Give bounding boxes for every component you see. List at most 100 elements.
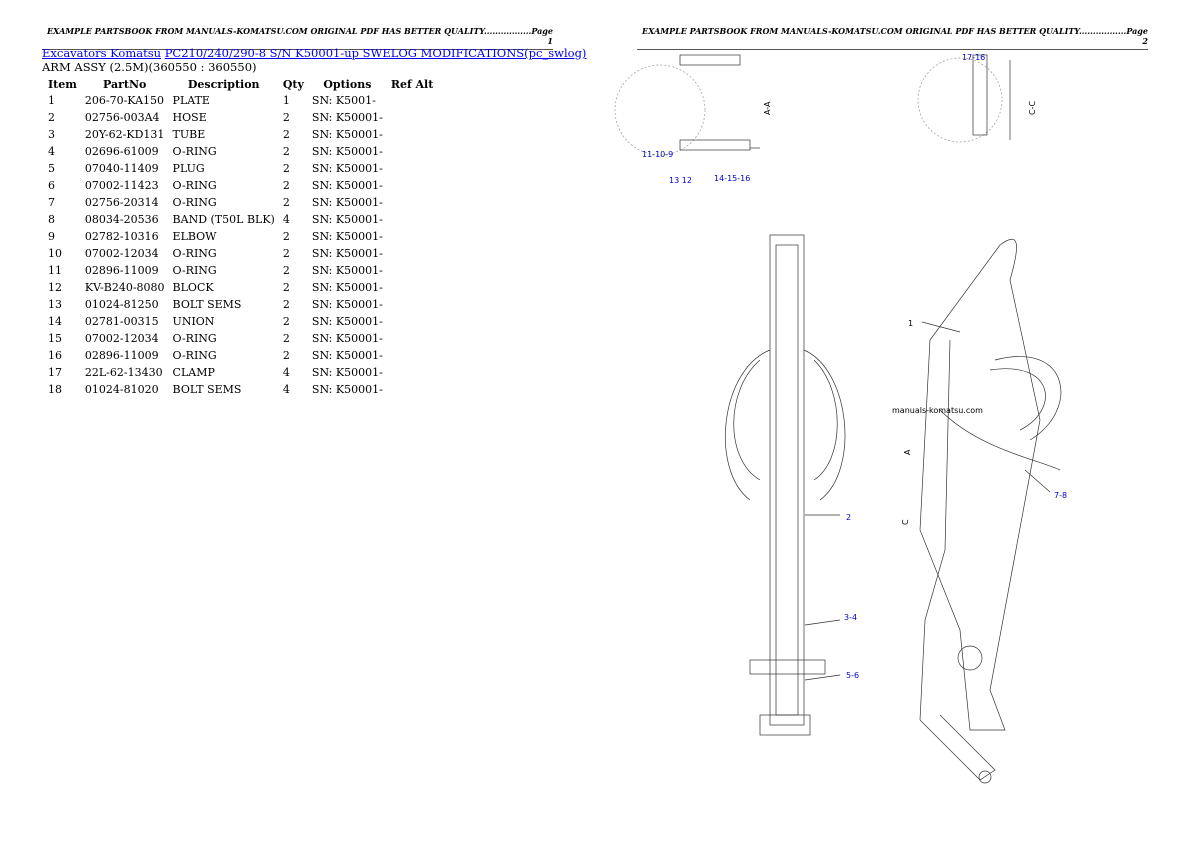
table-cell: SN: K50001- [311,128,383,141]
table-cell: BLOCK [172,281,214,294]
table-cell: 2 [282,349,290,362]
callout-14-15-16: 14-15-16 [714,174,750,183]
parts-table: Item PartNo Description Qty Options Ref Alt 1… [44,77,437,398]
table-cell: 1 [48,94,55,107]
callout-3-4: 3-4 [844,613,857,622]
table-cell: SN: K50001- [311,196,383,209]
table-cell-refalt [387,211,438,228]
column-header: Options [323,78,372,91]
callout-7-8: 7-8 [1054,491,1067,500]
table-cell: KV-B240-8080 [84,281,165,294]
table-cell: 22L-62-13430 [84,366,163,379]
table-cell: O-RING [172,332,217,345]
label-c: C [901,519,910,525]
table-cell: O-RING [172,196,217,209]
table-cell: TUBE [172,128,206,141]
table-cell: 2 [282,196,290,209]
table-cell: BAND (T50L BLK) [172,213,275,226]
callout-13-12: 13 12 [669,176,692,185]
table-cell: 3 [48,128,55,141]
breadcrumb-link-model[interactable]: PC210/240/290-8 S/N K50001-up SWELOG MOD… [164,46,587,60]
table-cell: 1 [282,94,290,107]
table-cell: 11 [48,264,62,277]
table-cell: 2 [48,111,55,124]
breadcrumb: Excavators Komatsu PC210/240/290-8 S/N K… [42,46,586,60]
table-cell: SN: K50001- [311,366,383,379]
table-cell: 07002-11423 [84,179,159,192]
breadcrumb-link-excavators[interactable]: Excavators Komatsu [42,46,162,60]
table-cell-refalt [387,160,438,177]
table-cell: SN: K50001- [311,145,383,158]
table-cell: SN: K50001- [311,230,383,243]
column-header: Description [187,78,260,91]
table-cell: SN: K50001- [311,281,383,294]
table-cell: 206-70-KA150 [84,94,165,107]
table-cell: 9 [48,230,55,243]
page2-header: EXAMPLE PARTSBOOK FROM MANUALS-KOMATSU.C… [637,26,1148,50]
table-cell: CLAMP [172,366,215,379]
table-cell-refalt [387,262,438,279]
callout-11-10-9: 11-10-9 [642,150,673,159]
table-cell: SN: K50001- [311,247,383,260]
table-cell: SN: K50001- [311,162,383,175]
table-cell: SN: K50001- [311,349,383,362]
table-cell: 4 [282,213,290,226]
table-cell: SN: K50001- [311,383,383,396]
table-cell: 4 [282,383,290,396]
table-cell-refalt [387,364,438,381]
table-cell-refalt [387,126,438,143]
table-cell: 2 [282,128,290,141]
table-cell-refalt [387,347,438,364]
table-cell-refalt [387,313,438,330]
table-cell: 07002-12034 [84,247,159,260]
table-cell-refalt [387,245,438,262]
table-cell: 2 [282,111,290,124]
table-cell: 02896-11009 [84,349,159,362]
table-cell: SN: K50001- [311,111,383,124]
column-header: Ref Alt [390,78,434,91]
table-cell: 02696-61009 [84,145,159,158]
table-cell: SN: K50001- [311,332,383,345]
table-cell-refalt [387,92,438,109]
table-cell: SN: K50001- [311,179,383,192]
callout-17-16: 17-16 [962,53,985,62]
table-cell: O-RING [172,145,217,158]
table-cell: 02756-20314 [84,196,159,209]
table-cell: 07040-11409 [84,162,159,175]
table-cell: SN: K50001- [311,298,383,311]
label-cc: C-C [1028,101,1037,115]
table-cell-refalt [387,381,438,398]
table-cell: SN: K50001- [311,264,383,277]
table-cell: 2 [282,281,290,294]
table-cell: 02896-11009 [84,264,159,277]
table-cell-refalt [387,109,438,126]
column-header: PartNo [103,78,147,91]
label-aa: A-A [763,101,772,115]
table-cell: 18 [48,383,62,396]
page1-header: EXAMPLE PARTSBOOK FROM MANUALS-KOMATSU.C… [42,26,553,50]
table-cell: 02781-00315 [84,315,159,328]
table-cell: 2 [282,145,290,158]
table-cell: O-RING [172,264,217,277]
table-cell: 2 [282,298,290,311]
table-cell: HOSE [172,111,207,124]
table-cell: 07002-12034 [84,332,159,345]
table-cell: 16 [48,349,62,362]
column-header: Item [48,78,77,91]
table-cell: 02782-10316 [84,230,159,243]
table-cell: 15 [48,332,62,345]
table-cell-refalt [387,330,438,347]
table-cell: 2 [282,179,290,192]
table-cell: 4 [282,366,290,379]
table-cell: UNION [172,315,215,328]
column-header: Qty [282,78,304,91]
